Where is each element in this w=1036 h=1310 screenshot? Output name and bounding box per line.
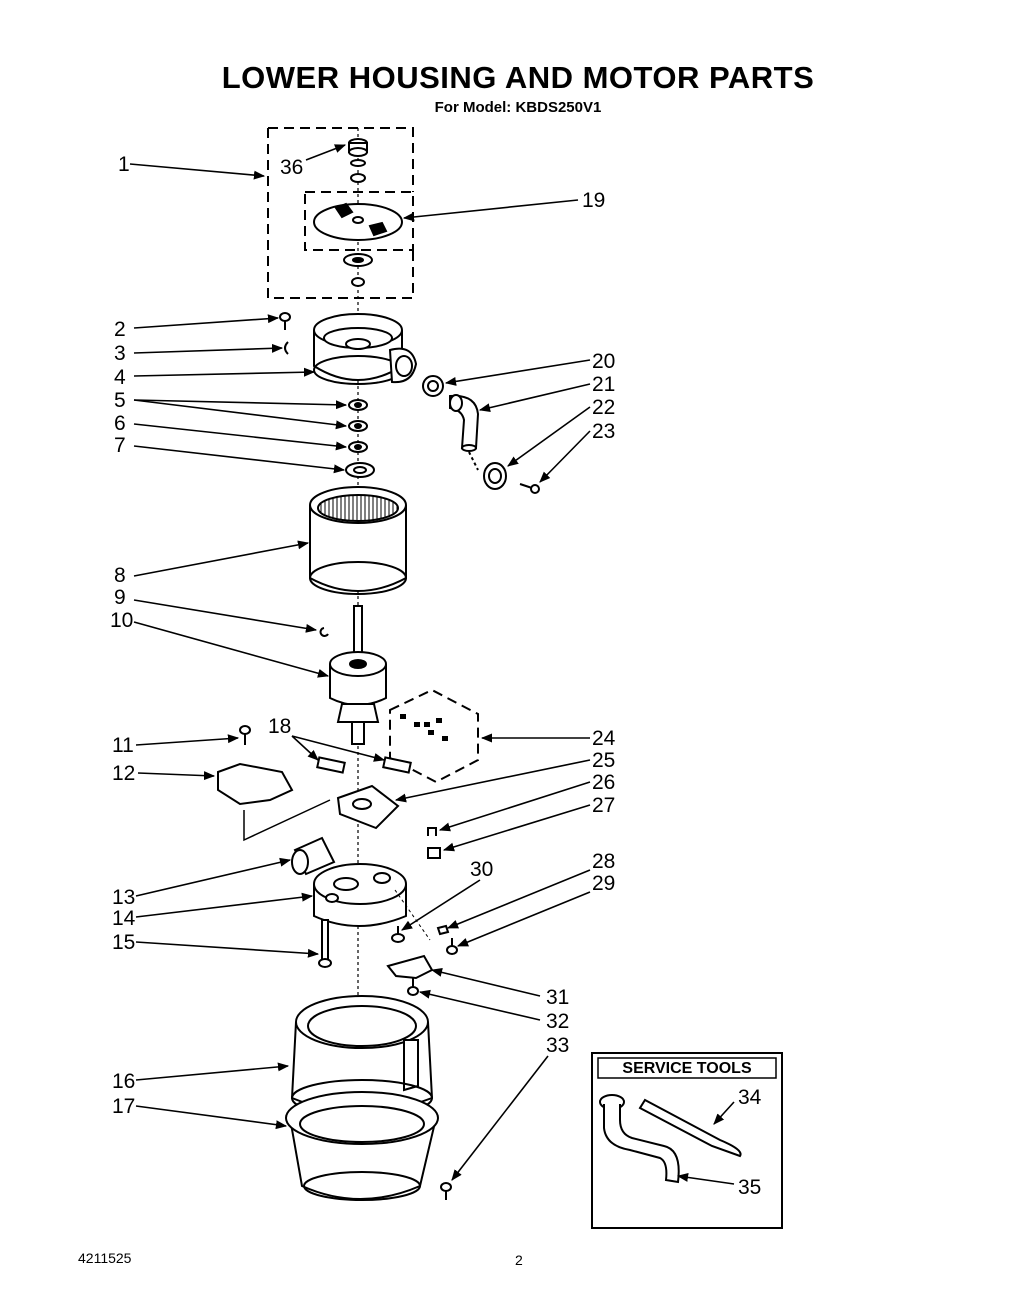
callout-22: 22 xyxy=(592,396,615,419)
part-14-end-frame xyxy=(313,863,407,927)
parts-26-27-terminals xyxy=(427,827,441,859)
parts-20-23-drain-elbow xyxy=(422,375,540,494)
callout-4: 4 xyxy=(114,366,126,389)
part-9-clip xyxy=(319,627,329,637)
part-10-rotor xyxy=(329,605,387,745)
leader-lines xyxy=(129,144,735,1185)
part-11-screw xyxy=(239,725,251,745)
callout-33: 33 xyxy=(546,1034,569,1057)
callout-31: 31 xyxy=(546,986,569,1009)
callout-23: 23 xyxy=(592,420,615,443)
part-15-bolt xyxy=(318,919,332,968)
parts-5-7-washers xyxy=(345,399,375,478)
callout-30: 30 xyxy=(470,858,493,881)
callout-labels: 1 2 3 4 5 6 7 8 9 10 11 12 13 14 15 16 1… xyxy=(110,153,762,1199)
callout-5: 5 xyxy=(114,389,126,412)
assembly-box-1 xyxy=(267,127,414,299)
callout-17: 17 xyxy=(112,1095,135,1118)
callout-24: 24 xyxy=(592,727,616,750)
callout-6: 6 xyxy=(114,412,126,435)
part-36-nut xyxy=(348,138,368,183)
part-17-base xyxy=(285,1091,439,1201)
part-35-wrench-tool xyxy=(599,1094,680,1184)
callout-21: 21 xyxy=(592,373,615,396)
callout-25: 25 xyxy=(592,749,615,772)
part-13-capacitor xyxy=(291,836,336,876)
callout-3: 3 xyxy=(114,342,126,365)
callout-7: 7 xyxy=(114,434,126,457)
callout-26: 26 xyxy=(592,771,615,794)
assembly-box-19 xyxy=(304,191,414,251)
callout-14: 14 xyxy=(112,907,136,930)
part-25-switch-plate xyxy=(336,784,400,830)
part-18-springs xyxy=(316,756,412,774)
callout-29: 29 xyxy=(592,872,615,895)
callout-15: 15 xyxy=(112,931,135,954)
document-number: 4211525 xyxy=(78,1250,132,1266)
callout-35: 35 xyxy=(738,1176,761,1199)
part-19-turntable xyxy=(313,202,403,287)
part-34-hex-key xyxy=(638,1098,742,1158)
part-3-clip xyxy=(284,341,289,355)
callout-9: 9 xyxy=(114,586,126,609)
part-4-upper-housing xyxy=(313,313,418,385)
part-8-stator xyxy=(309,486,407,595)
callout-19: 19 xyxy=(582,189,605,212)
part-24-terminal-block xyxy=(400,714,448,741)
page-number: 2 xyxy=(515,1252,523,1268)
callout-2: 2 xyxy=(114,318,126,341)
part-12-shield xyxy=(217,762,331,842)
model-subtitle: For Model: KBDS250V1 xyxy=(434,99,602,116)
callout-1: 1 xyxy=(118,153,130,176)
service-tools-box: SERVICE TOOLS xyxy=(591,1052,783,1229)
page-title: LOWER HOUSING AND MOTOR PARTS xyxy=(221,60,815,95)
callout-20: 20 xyxy=(592,350,615,373)
callout-10: 10 xyxy=(110,609,133,632)
part-33-screw xyxy=(440,1182,452,1200)
callout-27: 27 xyxy=(592,794,615,817)
callout-18: 18 xyxy=(268,715,291,738)
callout-12: 12 xyxy=(112,762,135,785)
callout-8: 8 xyxy=(114,564,126,587)
service-tools-heading: SERVICE TOOLS xyxy=(622,1060,752,1077)
callout-34: 34 xyxy=(738,1086,762,1109)
callout-16: 16 xyxy=(112,1070,135,1093)
parts-28-32-fasteners xyxy=(386,889,458,996)
callout-11: 11 xyxy=(112,734,134,757)
part-2-screw xyxy=(279,312,291,330)
callout-13: 13 xyxy=(112,886,135,909)
callout-32: 32 xyxy=(546,1010,569,1033)
callout-36: 36 xyxy=(280,156,303,179)
callout-28: 28 xyxy=(592,850,615,873)
part-16-lower-housing xyxy=(290,995,434,1117)
